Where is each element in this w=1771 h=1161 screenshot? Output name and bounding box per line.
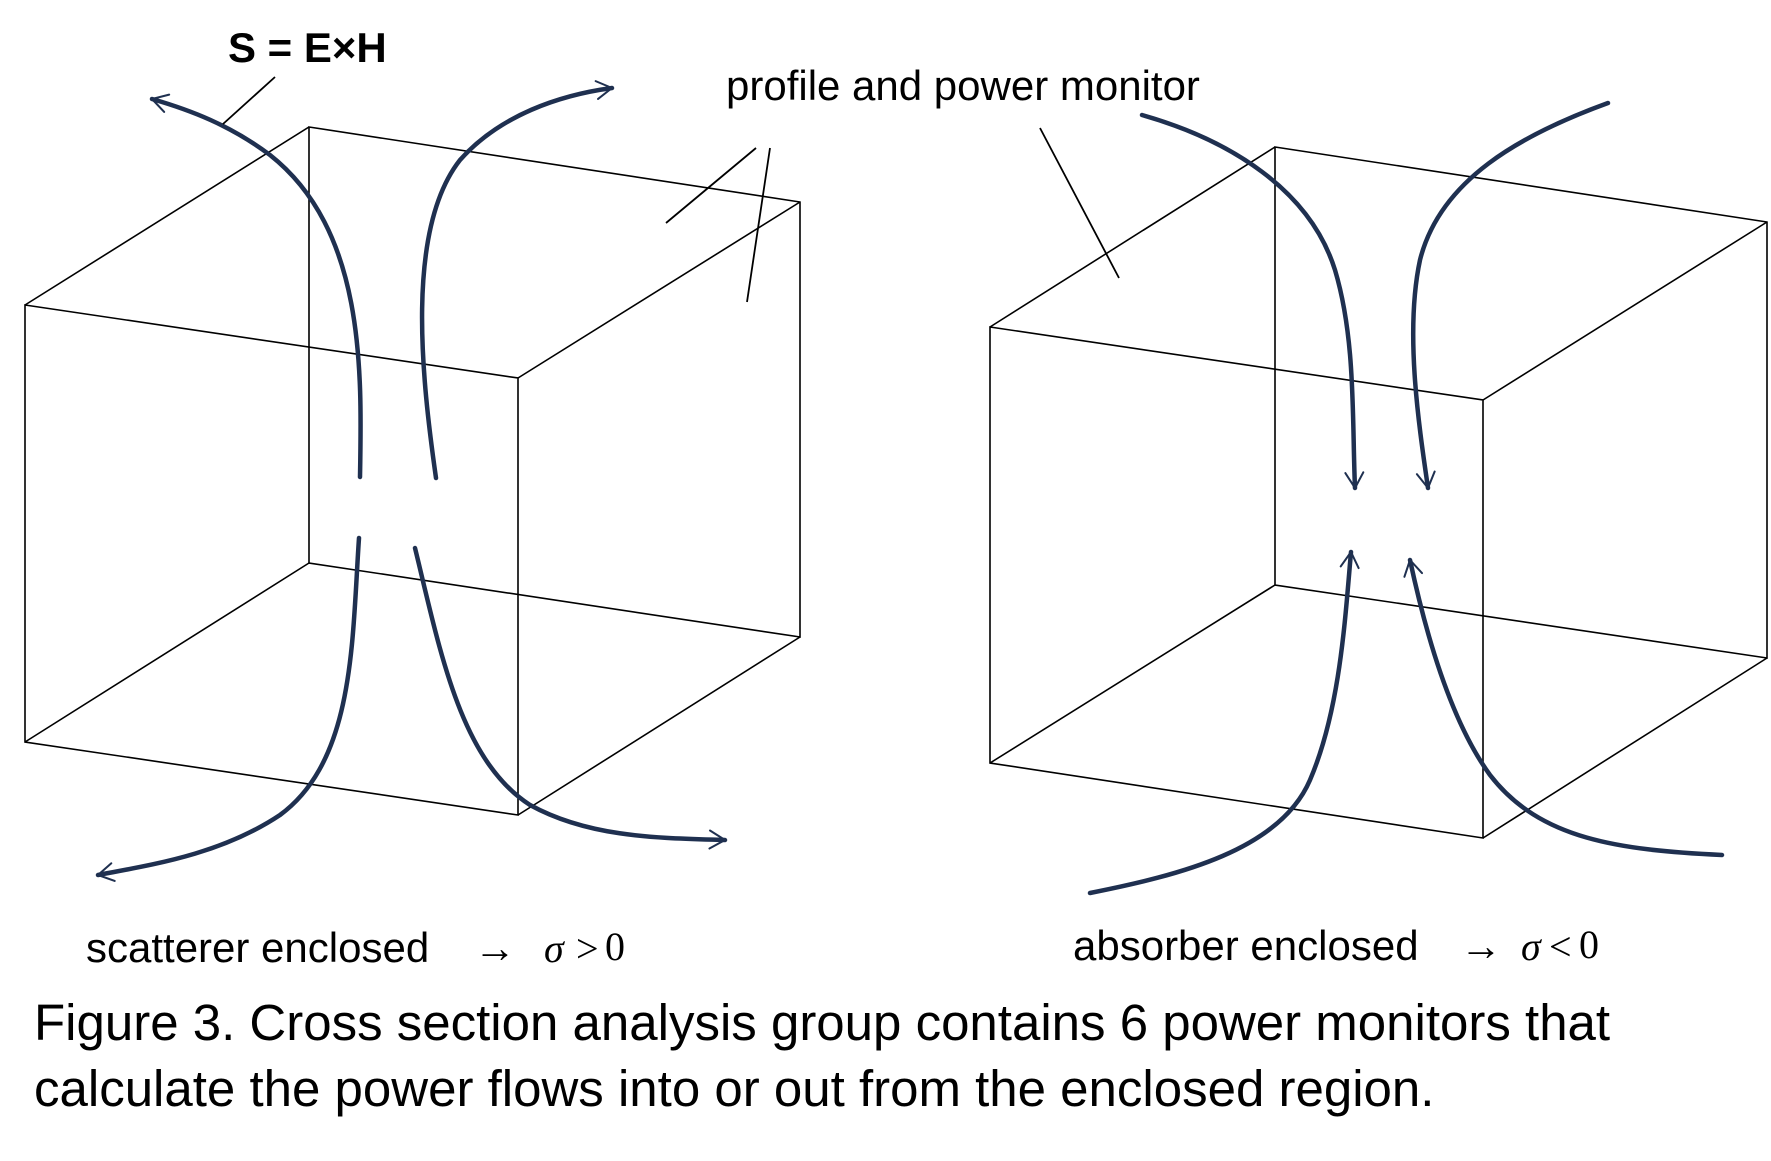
- right-relation-symbol: <: [1549, 924, 1572, 969]
- left-box-edge: [24, 126, 310, 306]
- left-box-edge: [517, 201, 801, 379]
- monitor-leader-line: [665, 147, 757, 224]
- left-box-front-face: [24, 304, 519, 816]
- right-box-edge: [1482, 221, 1768, 401]
- monitor-leader-line: [746, 147, 771, 303]
- scatterer-label: scatterer enclosed: [86, 924, 429, 971]
- outflow-arrow-lower-left: [95, 535, 362, 882]
- right-implies-arrow: →: [1460, 924, 1502, 970]
- inflow-arrow-upper-right: [1410, 100, 1611, 491]
- right-box-edge: [989, 146, 1276, 328]
- left-relation-symbol: >: [576, 926, 599, 971]
- outflow-arrow-upper-left: [149, 93, 363, 480]
- inflow-arrow-lower-right: [1403, 557, 1725, 858]
- poynting-vector-label: S = E×H: [228, 24, 387, 71]
- outflow-arrow-upper-right: [419, 80, 615, 481]
- right-box-edge: [989, 584, 1276, 764]
- outflow-arrow-lower-right: [412, 545, 728, 850]
- left-box-edge: [517, 636, 801, 816]
- poynting-leader-line: [222, 76, 276, 125]
- right-zero: 0: [1579, 922, 1599, 967]
- left-zero: 0: [605, 924, 625, 969]
- right-monitor-box: [989, 146, 1768, 839]
- right-flow-arrows: [1087, 100, 1725, 896]
- absorber-label: absorber enclosed: [1073, 922, 1419, 969]
- left-box-back-face: [308, 126, 801, 638]
- left-implies-arrow: →: [474, 926, 516, 972]
- inflow-arrow-upper-left: [1139, 112, 1365, 491]
- monitor-label: profile and power monitor: [726, 62, 1200, 109]
- right-box-edge: [1482, 657, 1768, 839]
- right-box-front-face: [989, 326, 1484, 839]
- right-sigma-symbol: σ: [1521, 924, 1542, 969]
- left-box-edge: [24, 562, 310, 743]
- right-condition-label: absorber enclosed → σ < 0: [1073, 922, 1599, 970]
- left-sigma-symbol: σ: [544, 926, 565, 971]
- left-flow-arrows: [95, 80, 728, 882]
- left-monitor-box: [24, 126, 801, 816]
- monitor-leader-line: [1039, 127, 1120, 279]
- figure-caption: Figure 3. Cross section analysis group c…: [34, 994, 1611, 1117]
- left-condition-label: scatterer enclosed → σ > 0: [86, 924, 625, 972]
- inflow-arrow-lower-left: [1087, 549, 1360, 896]
